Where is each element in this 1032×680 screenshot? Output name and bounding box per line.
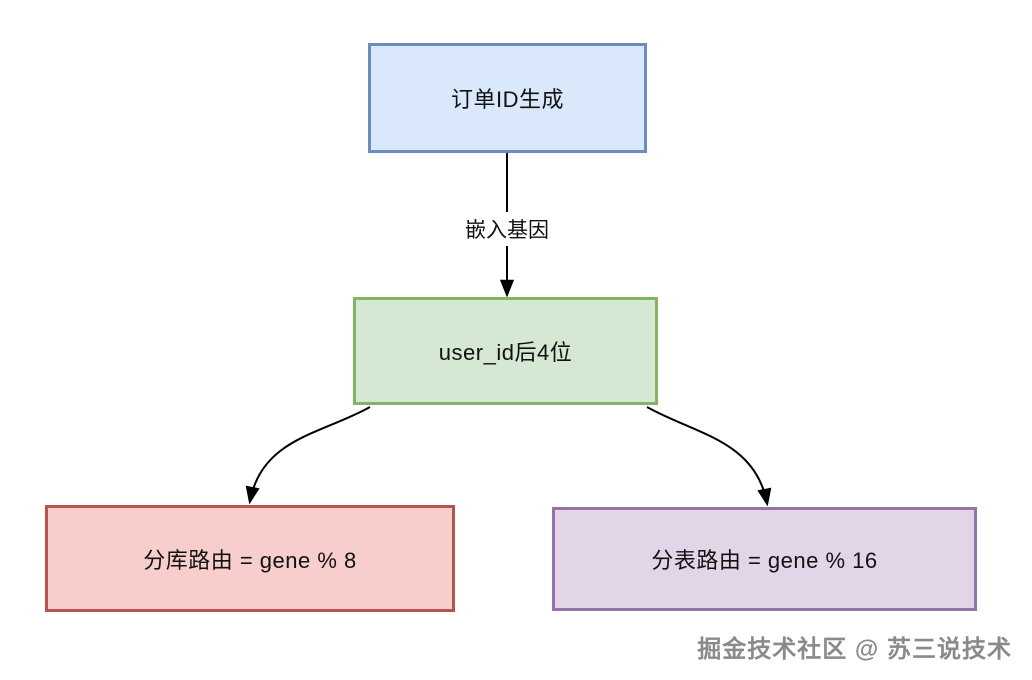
node-order-id-generation: 订单ID生成 [368, 43, 647, 153]
node-db-shard-route: 分库路由 = gene % 8 [45, 505, 455, 612]
edge-label-embed-gene: 嵌入基因 [461, 212, 553, 246]
node-table-shard-route: 分表路由 = gene % 16 [552, 507, 977, 611]
node-user-id-last4-label: user_id后4位 [438, 340, 573, 365]
node-user-id-last4: user_id后4位 [353, 297, 658, 405]
node-db-shard-route-label: 分库路由 = gene % 8 [143, 547, 357, 573]
edge-userid-to-db-route [250, 406, 371, 501]
node-order-id-generation-label: 订单ID生成 [450, 87, 564, 112]
edge-userid-to-table-route [646, 406, 767, 503]
node-table-shard-route-label: 分表路由 = gene % 16 [651, 548, 878, 573]
watermark: 掘金技术社区 @ 苏三说技术 [697, 636, 1012, 663]
